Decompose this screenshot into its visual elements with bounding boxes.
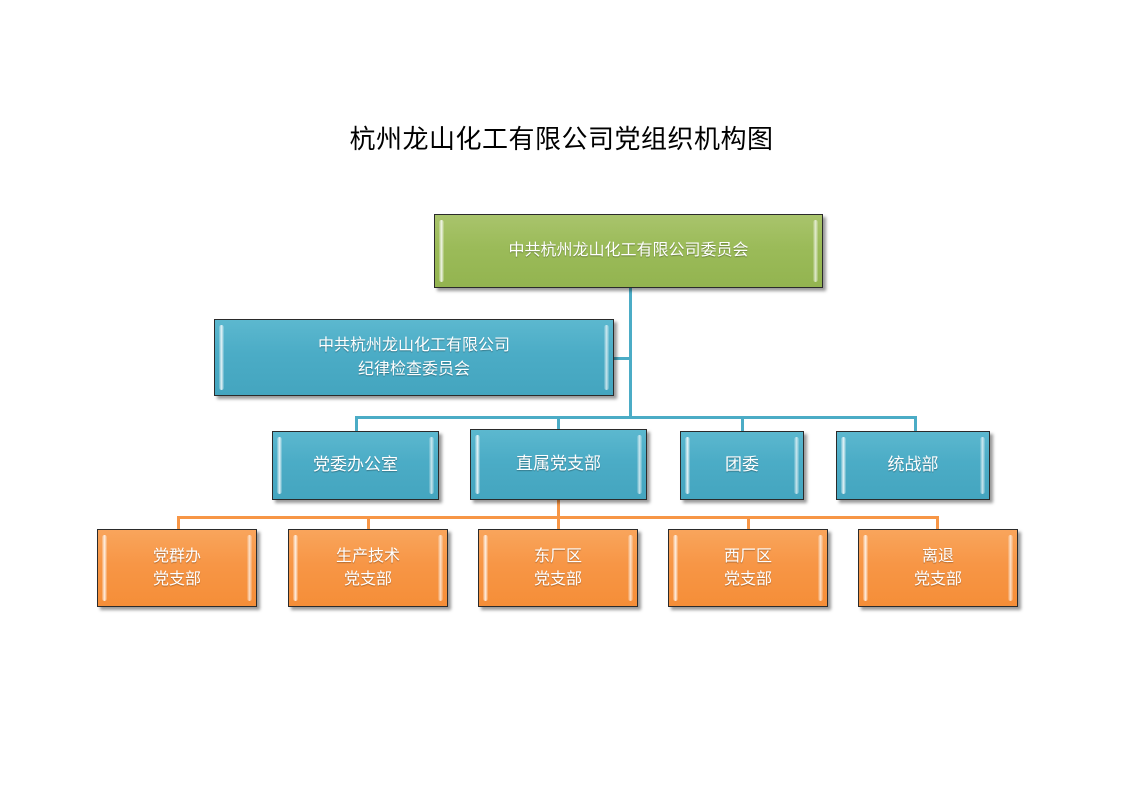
connector-drop-united-front: [914, 416, 917, 432]
node-discipline-committee-label: 中共杭州龙山化工有限公司 纪律检查委员会: [308, 334, 520, 380]
node-united-front-label: 统战部: [887, 455, 939, 475]
node-direct-party-branch-label: 直属党支部: [516, 454, 601, 474]
node-east-plant-branch-line1: 东厂区: [533, 547, 582, 565]
node-retired-branch-line1: 离退: [921, 547, 954, 565]
connector-drop-party-office: [355, 416, 358, 432]
node-west-plant-branch[interactable]: 西厂区 党支部: [668, 529, 828, 607]
connector-trunk-committee: [629, 288, 632, 418]
node-east-plant-branch-label: 东厂区 党支部: [524, 545, 592, 591]
node-direct-party-branch[interactable]: 直属党支部: [470, 429, 647, 500]
node-retired-branch[interactable]: 离退 党支部: [858, 529, 1018, 607]
node-production-tech-branch-line2: 党支部: [343, 571, 392, 588]
node-production-tech-branch-line1: 生产技术: [335, 547, 400, 565]
connector-drop-west-plant: [747, 516, 750, 530]
node-party-committee-label: 中共杭州龙山化工有限公司委员会: [508, 242, 749, 260]
node-discipline-committee-line1: 中共杭州龙山化工有限公司: [317, 337, 510, 355]
node-east-plant-branch-line2: 党支部: [533, 571, 582, 588]
connector-drop-youth-league: [741, 416, 744, 432]
connector-drop-retired: [936, 516, 939, 530]
node-mass-work-branch[interactable]: 党群办 党支部: [97, 529, 257, 607]
connector-trunk-direct-branch: [557, 500, 560, 518]
node-party-office[interactable]: 党委办公室: [272, 431, 439, 500]
node-discipline-committee[interactable]: 中共杭州龙山化工有限公司 纪律检查委员会: [214, 319, 614, 396]
connector-bus-blue: [355, 416, 917, 419]
node-party-committee[interactable]: 中共杭州龙山化工有限公司委员会: [434, 214, 823, 288]
connector-drop-production-tech: [367, 516, 370, 530]
connector-drop-east-plant: [557, 516, 560, 530]
node-retired-branch-label: 离退 党支部: [904, 545, 972, 591]
node-mass-work-branch-label: 党群办 党支部: [143, 545, 211, 591]
node-youth-league-label: 团委: [725, 455, 759, 475]
node-mass-work-branch-line2: 党支部: [152, 571, 201, 588]
node-production-tech-branch[interactable]: 生产技术 党支部: [288, 529, 448, 607]
node-united-front[interactable]: 统战部: [836, 431, 990, 500]
connector-committee-to-discipline: [613, 357, 631, 360]
node-east-plant-branch[interactable]: 东厂区 党支部: [478, 529, 638, 607]
node-west-plant-branch-label: 西厂区 党支部: [714, 545, 782, 591]
node-mass-work-branch-line1: 党群办: [152, 547, 201, 565]
node-west-plant-branch-line1: 西厂区: [723, 547, 772, 565]
connector-drop-direct-branch: [557, 416, 560, 432]
node-party-office-label: 党委办公室: [313, 455, 398, 475]
node-west-plant-branch-line2: 党支部: [723, 571, 772, 588]
connector-drop-mass-work: [177, 516, 180, 530]
page-title: 杭州龙山化工有限公司党组织机构图: [349, 124, 774, 154]
node-discipline-committee-line2: 纪律检查委员会: [357, 360, 470, 378]
node-youth-league[interactable]: 团委: [680, 431, 804, 500]
node-retired-branch-line2: 党支部: [913, 571, 962, 588]
node-production-tech-branch-label: 生产技术 党支部: [326, 545, 410, 591]
